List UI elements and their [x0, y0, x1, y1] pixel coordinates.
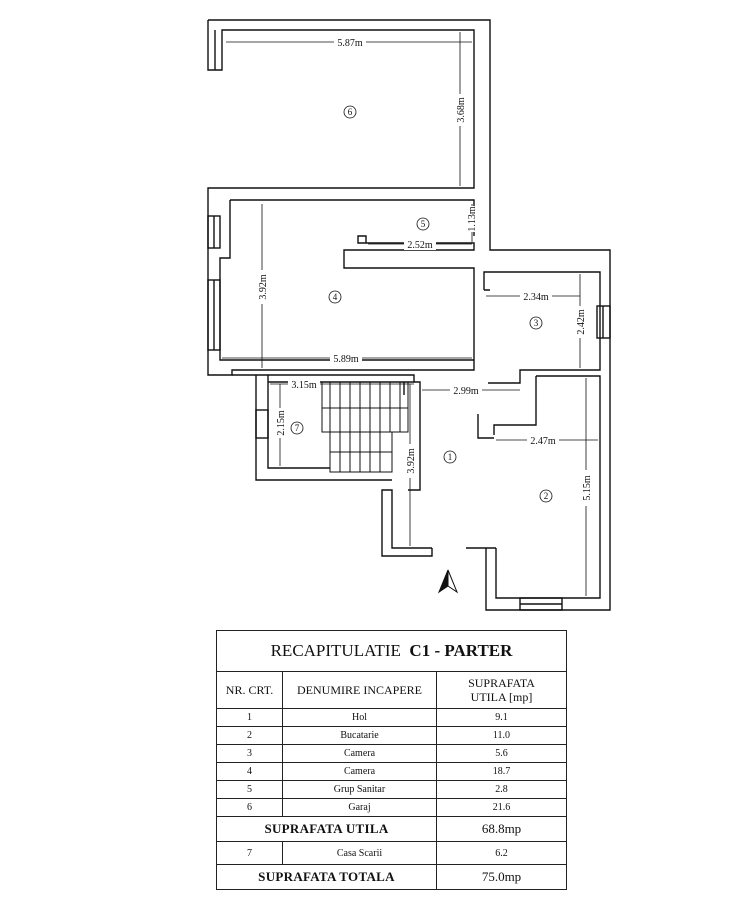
row-nr: 4 — [216, 762, 283, 781]
table-row: 2 Bucatarie 11.0 — [216, 726, 567, 745]
wall-room-4 — [207, 199, 475, 376]
dim-room4-depth: 3.92m — [258, 274, 269, 300]
row-area: 6.2 — [436, 841, 567, 865]
dim-garage-width: 5.87m — [337, 38, 363, 49]
table-row: 7 Casa Scarii 6.2 — [216, 841, 567, 865]
door-left-7 — [255, 409, 269, 439]
dim-bath-width: 2.52m — [407, 240, 433, 251]
row-area: 18.7 — [436, 762, 567, 781]
table-row: 1 Hol 9.1 — [216, 708, 567, 727]
dim-bath-depth: 1.13m — [467, 206, 478, 232]
total-area-row: SUPRAFATA TOTALA 75.0mp — [216, 864, 567, 890]
row-area: 2.8 — [436, 780, 567, 799]
dim-room3-depth: 2.42m — [576, 309, 587, 335]
row-area: 5.6 — [436, 744, 567, 763]
useful-area-row: SUPRAFATA UTILA 68.8mp — [216, 816, 567, 842]
dim-hall-width: 2.99m — [453, 386, 479, 397]
staircase — [321, 381, 409, 473]
table-row: 4 Camera 18.7 — [216, 762, 567, 781]
row-name: Bucatarie — [282, 726, 437, 745]
header-name: DENUMIRE INCAPERE — [282, 671, 437, 709]
row-nr: 2 — [216, 726, 283, 745]
room-number-garaj: 6 — [348, 107, 353, 117]
dim-room4-width: 5.89m — [333, 354, 359, 365]
row-name: Hol — [282, 708, 437, 727]
header-nr: NR. CRT. — [216, 671, 283, 709]
recap-table: RECAPITULATIE C1 - PARTER NR. CRT. DENUM… — [216, 630, 567, 890]
wall-entrance — [381, 489, 496, 557]
table-row: 3 Camera 5.6 — [216, 744, 567, 763]
header-area-line1: SUPRAFATA — [468, 676, 535, 690]
useful-area-label: SUPRAFATA UTILA — [216, 816, 437, 842]
north-arrow-icon — [437, 569, 459, 594]
table-row: 5 Grup Sanitar 2.8 — [216, 780, 567, 799]
room-number-casa-scarii: 7 — [295, 423, 300, 433]
wall-room-2 — [477, 375, 601, 599]
header-area-line2: UTILA [mp] — [470, 690, 533, 704]
useful-area-value: 68.8mp — [436, 816, 567, 842]
wall-room-3 — [483, 271, 601, 384]
dim-kitchen-width: 2.47m — [530, 436, 556, 447]
dim-kitchen-depth: 5.15m — [582, 475, 593, 501]
row-nr: 3 — [216, 744, 283, 763]
row-area: 9.1 — [436, 708, 567, 727]
row-area: 21.6 — [436, 798, 567, 817]
row-name: Camera — [282, 762, 437, 781]
row-nr: 5 — [216, 780, 283, 799]
room-number-grup-sanitar: 5 — [421, 219, 426, 229]
total-area-value: 75.0mp — [436, 864, 567, 890]
dim-room7-width: 3.15m — [291, 380, 317, 391]
floor-plan: 5.87m 3.68m 1.13m 2.52m 3.92m 5.89m 2.34… — [207, 19, 611, 611]
row-name: Casa Scarii — [282, 841, 437, 865]
row-name: Camera — [282, 744, 437, 763]
wall-room-7 — [232, 374, 415, 481]
table-row: 6 Garaj 21.6 — [216, 798, 567, 817]
row-nr: 6 — [216, 798, 283, 817]
room-number-camera-4: 4 — [333, 292, 338, 302]
row-nr: 1 — [216, 708, 283, 727]
row-name: Grup Sanitar — [282, 780, 437, 799]
dim-room7-depth: 2.15m — [276, 410, 287, 436]
row-nr: 7 — [216, 841, 283, 865]
dim-room3-width: 2.34m — [523, 292, 549, 303]
header-area: SUPRAFATA UTILA [mp] — [436, 671, 567, 709]
dim-garage-depth: 3.68m — [456, 97, 467, 123]
dim-hall-depth: 3.92m — [406, 448, 417, 474]
total-area-label: SUPRAFATA TOTALA — [216, 864, 437, 890]
recap-title: RECAPITULATIE C1 - PARTER — [216, 630, 567, 672]
wall-garage — [207, 19, 611, 611]
room-number-camera-3: 3 — [534, 318, 539, 328]
row-area: 11.0 — [436, 726, 567, 745]
room-number-bucatarie: 2 — [544, 491, 549, 501]
recap-title-prefix: RECAPITULATIE — [270, 641, 401, 660]
recap-title-level: C1 - PARTER — [409, 641, 513, 660]
dimension-lines — [222, 32, 598, 596]
room-number-hol: 1 — [448, 452, 453, 462]
row-name: Garaj — [282, 798, 437, 817]
